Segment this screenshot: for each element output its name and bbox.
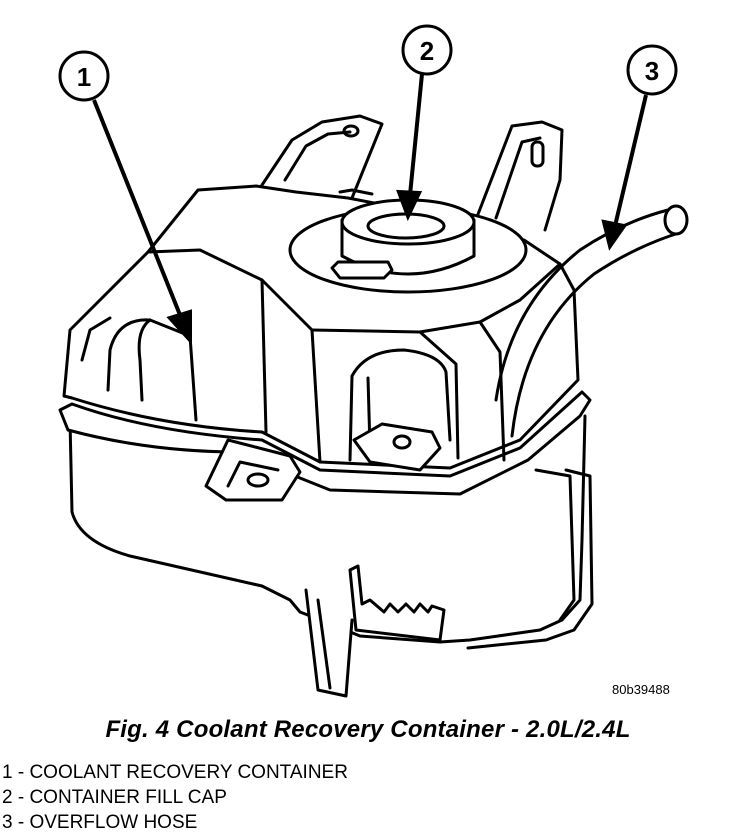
legend-item-1: 1 - COOLANT RECOVERY CONTAINER <box>2 762 348 783</box>
figure-caption: Fig. 4 Coolant Recovery Container - 2.0L… <box>105 716 631 743</box>
legend-item-3: 3 - OVERFLOW HOSE <box>2 812 198 833</box>
callout-3-number: 3 <box>645 56 659 86</box>
container-seam-flange <box>58 390 592 496</box>
coolant-container-illustration: 1 2 3 <box>58 24 689 698</box>
callout-1-leader <box>92 99 184 321</box>
callout-2-number: 2 <box>420 36 434 66</box>
callout-2: 2 <box>401 24 453 76</box>
overflow-hose <box>494 204 689 438</box>
right-mounting-bracket <box>473 120 564 232</box>
flange-clip <box>204 422 442 502</box>
callout-1-arrowhead <box>166 309 192 346</box>
callout-legend: 1 - COOLANT RECOVERY CONTAINER 2 - CONTA… <box>2 760 348 835</box>
figure-reference-code: 80b39488 <box>612 682 670 697</box>
callout-1: 1 <box>58 50 110 102</box>
callout-2-arrowhead <box>396 189 423 222</box>
callout-1-number: 1 <box>77 62 91 92</box>
legend-item-2: 2 - CONTAINER FILL CAP <box>2 787 227 808</box>
callout-2-leader <box>408 73 424 196</box>
drain-spout <box>304 564 446 698</box>
callout-3-arrowhead <box>601 219 628 251</box>
left-mounting-bracket <box>260 114 384 200</box>
callout-3-leader <box>613 94 648 227</box>
callout-3: 3 <box>626 44 678 96</box>
fill-cap-assembly <box>288 198 528 294</box>
